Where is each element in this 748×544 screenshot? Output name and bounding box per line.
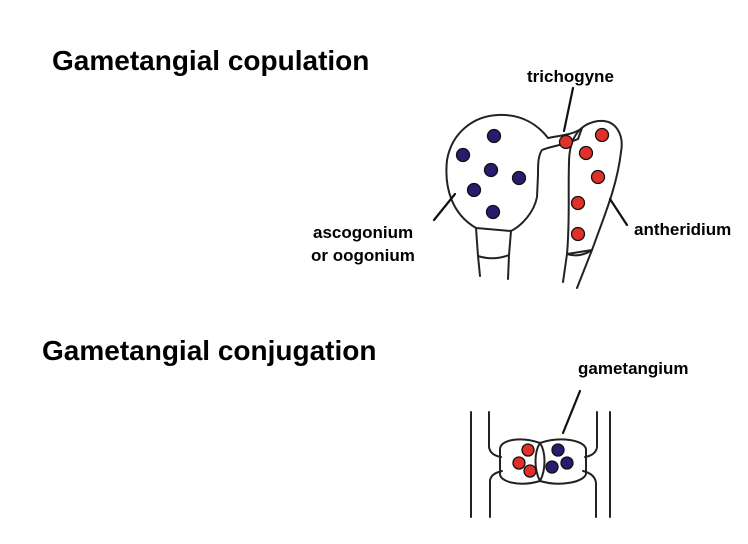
title-conjugation: Gametangial conjugation [42,335,376,366]
male-nucleus [523,464,537,478]
female-nucleus [485,204,501,220]
label-antheridium: antheridium [634,220,731,239]
male-nucleus [512,456,526,470]
copulation-illustration [445,113,623,289]
male-nucleus [521,443,535,457]
female-nucleus [483,162,499,178]
male-nucleus [594,127,610,143]
female-nucleus [551,443,565,457]
female-nucleus [511,170,527,186]
leader-gametangium [561,389,582,435]
antheridium-nuclei [558,127,610,242]
conjugation-illustration [470,411,611,518]
male-nucleus [578,145,594,161]
title-copulation: Gametangial copulation [52,45,369,76]
female-nucleus [466,182,482,198]
ascogonium-outline [445,113,583,232]
male-nucleus [570,195,586,211]
label-ascogonium-line2: or oogonium [311,246,415,265]
ascogonium-stalk [475,227,512,280]
antheridium-stalk [562,249,593,289]
label-ascogonium-line1: ascogonium [313,223,413,242]
male-nucleus [558,134,574,150]
leader-trichogyne [562,86,575,133]
right-gametangium-outline [534,438,587,485]
label-trichogyne: trichogyne [527,67,614,86]
leader-ascogonium [432,192,457,222]
female-nucleus [486,128,502,144]
gametangium-nuclei [512,443,574,478]
male-nucleus [590,169,606,185]
label-gametangium: gametangium [578,359,689,378]
female-nucleus [455,147,471,163]
leader-antheridium [608,197,629,227]
ascogonium-nuclei [455,128,527,220]
female-nucleus [560,456,574,470]
male-nucleus [570,226,586,242]
left-gametangium-outline [499,438,546,485]
female-nucleus [545,460,559,474]
